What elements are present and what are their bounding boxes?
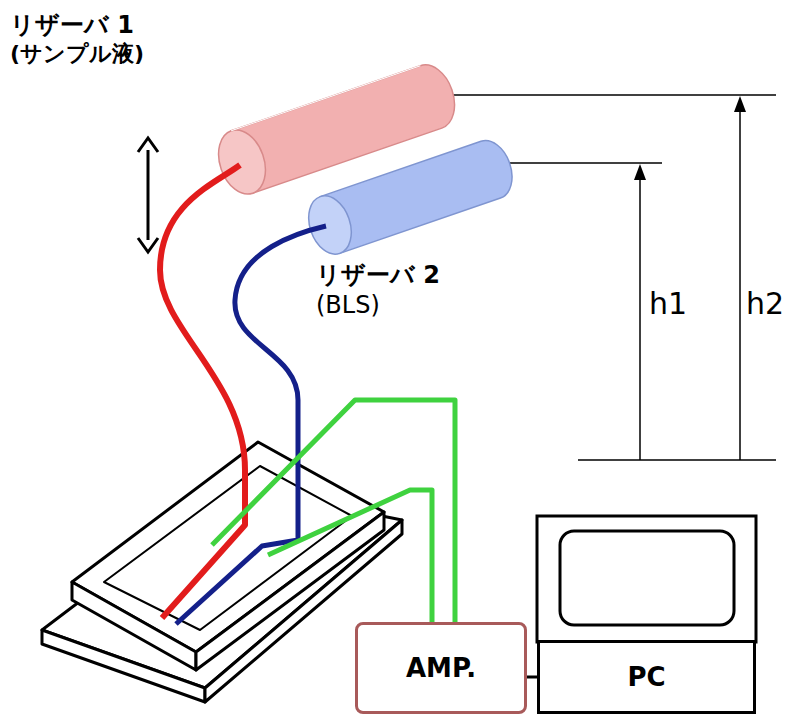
reservoir-label: リザーバ 1(サンプル液) xyxy=(10,10,144,68)
box-label: AMP. xyxy=(406,652,476,685)
dimension-label: h1 xyxy=(649,286,687,321)
reservoir-cylinder xyxy=(301,135,519,260)
reservoir-name: リザーバ 1 xyxy=(10,10,144,40)
box-label: PC xyxy=(627,661,665,694)
signal-cable xyxy=(527,676,537,679)
reservoir-name: リザーバ 2 xyxy=(316,260,440,290)
pc-base: PC xyxy=(537,640,756,714)
dimension-label: h2 xyxy=(746,286,784,321)
reservoir-label: リザーバ 2(BLS) xyxy=(316,260,440,320)
flow-chip xyxy=(42,442,402,702)
height-adjust-arrow xyxy=(138,138,158,252)
pc-monitor xyxy=(537,516,756,642)
reservoir-name: (サンプル液) xyxy=(10,40,144,68)
amplifier-box: AMP. xyxy=(355,622,527,714)
arrow-head xyxy=(734,96,746,112)
arrow-head xyxy=(634,164,646,180)
reservoir-name: (BLS) xyxy=(316,290,440,320)
sample-tube xyxy=(160,165,245,618)
electrode-wire xyxy=(212,400,455,622)
bls-tube xyxy=(176,226,326,624)
